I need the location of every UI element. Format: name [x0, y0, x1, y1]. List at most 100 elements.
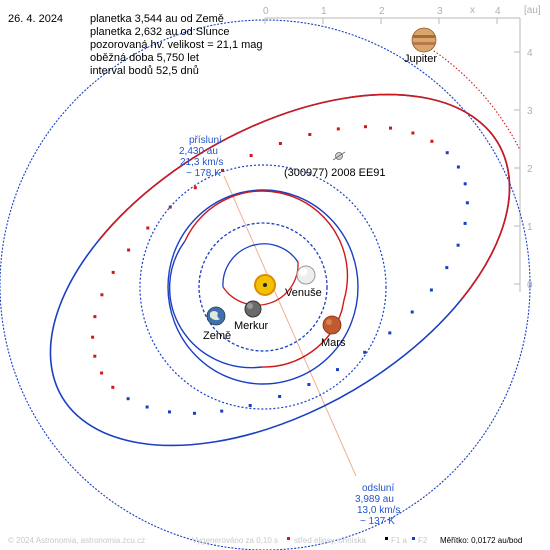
orbit-point	[146, 226, 150, 230]
orbit-point	[429, 288, 433, 292]
perihelion-speed: 21,3 km/s	[180, 157, 223, 168]
venus-orbit	[198, 222, 328, 352]
mercury-label: Merkur	[234, 320, 269, 332]
aphelion-title: odsluní	[362, 483, 394, 494]
orbit-point	[307, 383, 311, 386]
orbit-point	[93, 354, 97, 358]
orbit-point	[363, 350, 367, 354]
info-line-magnitude: pozorovaná hv. velikost = 21,1 mag	[90, 39, 263, 51]
focus-f2-marker-icon	[412, 537, 415, 540]
orbit-point	[91, 335, 95, 339]
y-tick-2: 2	[527, 164, 533, 175]
mars-label: Mars	[321, 337, 346, 349]
orbit-point	[249, 154, 253, 157]
venus-icon	[296, 265, 316, 285]
mars-orbit-south	[168, 240, 263, 369]
orbit-point	[168, 410, 171, 414]
orbit-point	[248, 404, 252, 407]
orbit-point	[221, 168, 224, 172]
orbit-point	[336, 127, 340, 131]
jupiter-icon	[411, 27, 437, 53]
orbit-point	[336, 368, 339, 372]
jupiter-orbit	[0, 19, 531, 550]
aphelion-annotation: odsluní 3,989 au 13,0 km/s ~ 137 K	[355, 483, 400, 527]
x-tick-0: 0	[263, 6, 269, 17]
asteroid-icon	[332, 151, 346, 161]
info-line-distance-sun: planetka 2,632 au od Slunce	[90, 26, 229, 38]
x-tick-4: 4	[495, 6, 501, 17]
y-tick-1: 1	[527, 222, 533, 233]
date-label: 26. 4. 2024	[8, 13, 63, 25]
orbit-point	[278, 395, 282, 398]
perihelion-distance: 2,430 au	[179, 146, 218, 157]
unit-label: [au]	[524, 5, 541, 16]
orbit-point	[193, 186, 197, 190]
orbit-point	[278, 142, 282, 145]
perihelion-temperature: ~ 178 K	[186, 168, 221, 179]
generated-time-text: Vygenerováno za 0,10 s	[192, 536, 278, 545]
orbit-point	[456, 243, 460, 247]
earth-orbit	[167, 189, 359, 385]
info-line-distance-earth: planetka 3,544 au od Země	[90, 13, 224, 25]
copyright-text: © 2024 Astronomia, astronomia.zcu.cz	[8, 536, 145, 545]
apsis-line	[223, 175, 357, 477]
ellipse-center-marker-icon	[287, 537, 290, 540]
info-line-period: oběžná doba 5,750 let	[90, 52, 199, 64]
legend-f2-text: F2	[418, 536, 428, 545]
orbit-point	[168, 205, 172, 209]
x-tick-3: 3	[437, 6, 443, 17]
x-axis-label: x	[470, 5, 475, 16]
orbit-point	[220, 409, 224, 413]
scale-text: Měřítko: 0,0172 au/bod	[440, 536, 522, 545]
orbit-point	[445, 151, 449, 155]
orbit-point	[127, 248, 131, 252]
perihelion-annotation: přísluní 2,430 au 21,3 km/s ~ 178 K	[179, 135, 223, 179]
mars-orbit-outer	[139, 164, 387, 410]
sun-icon	[254, 274, 276, 296]
jupiter-orbit-segment	[424, 44, 521, 151]
perihelion-title: přísluní	[189, 135, 222, 146]
mars-orbit-north	[184, 190, 349, 368]
mars-icon	[322, 315, 342, 335]
orbit-point	[145, 405, 149, 409]
orbit-point	[364, 125, 367, 129]
orbit-point	[410, 310, 414, 314]
orbit-point	[111, 385, 115, 389]
orbit-point	[100, 371, 104, 375]
orbit-point	[456, 165, 460, 169]
y-tick-3: 3	[527, 106, 533, 117]
x-tick-1: 1	[321, 6, 327, 17]
orbit-point	[111, 270, 115, 274]
earth-icon	[206, 306, 226, 326]
aphelion-temperature: ~ 137 K	[360, 516, 395, 527]
asteroid-label: (300977) 2008 EE91	[284, 167, 386, 179]
orbit-point	[100, 293, 104, 297]
mercury-orbit-south	[222, 261, 299, 306]
orbit-point	[445, 266, 449, 270]
mercury-orbit-north	[222, 243, 299, 288]
orbit-point	[463, 182, 467, 186]
y-tick-4: 4	[527, 48, 533, 59]
orbit-point	[465, 201, 469, 205]
jupiter-label: Jupiter	[404, 53, 437, 65]
orbit-point	[93, 315, 97, 319]
earth-label: Země	[203, 330, 231, 342]
mercury-icon	[244, 300, 262, 318]
legend-f1-text: F1 a	[391, 536, 408, 545]
aphelion-speed: 13,0 km/s	[357, 505, 400, 516]
orbit-point	[389, 126, 392, 130]
orbit-point	[193, 411, 196, 415]
asteroid-orbit-points	[91, 125, 469, 415]
orbit-point	[126, 397, 130, 401]
x-ticks	[264, 18, 498, 24]
aphelion-distance: 3,989 au	[355, 494, 394, 505]
orbit-point	[430, 139, 434, 143]
info-line-interval: interval bodů 52,5 dnů	[90, 65, 199, 77]
orbit-point	[308, 133, 312, 136]
venus-label: Venuše	[285, 287, 322, 299]
legend-center-text: střed elipsy, ohniska	[294, 536, 366, 545]
orbit-point	[388, 331, 392, 335]
asteroid-orbit	[49, 93, 511, 447]
x-tick-2: 2	[379, 6, 385, 17]
